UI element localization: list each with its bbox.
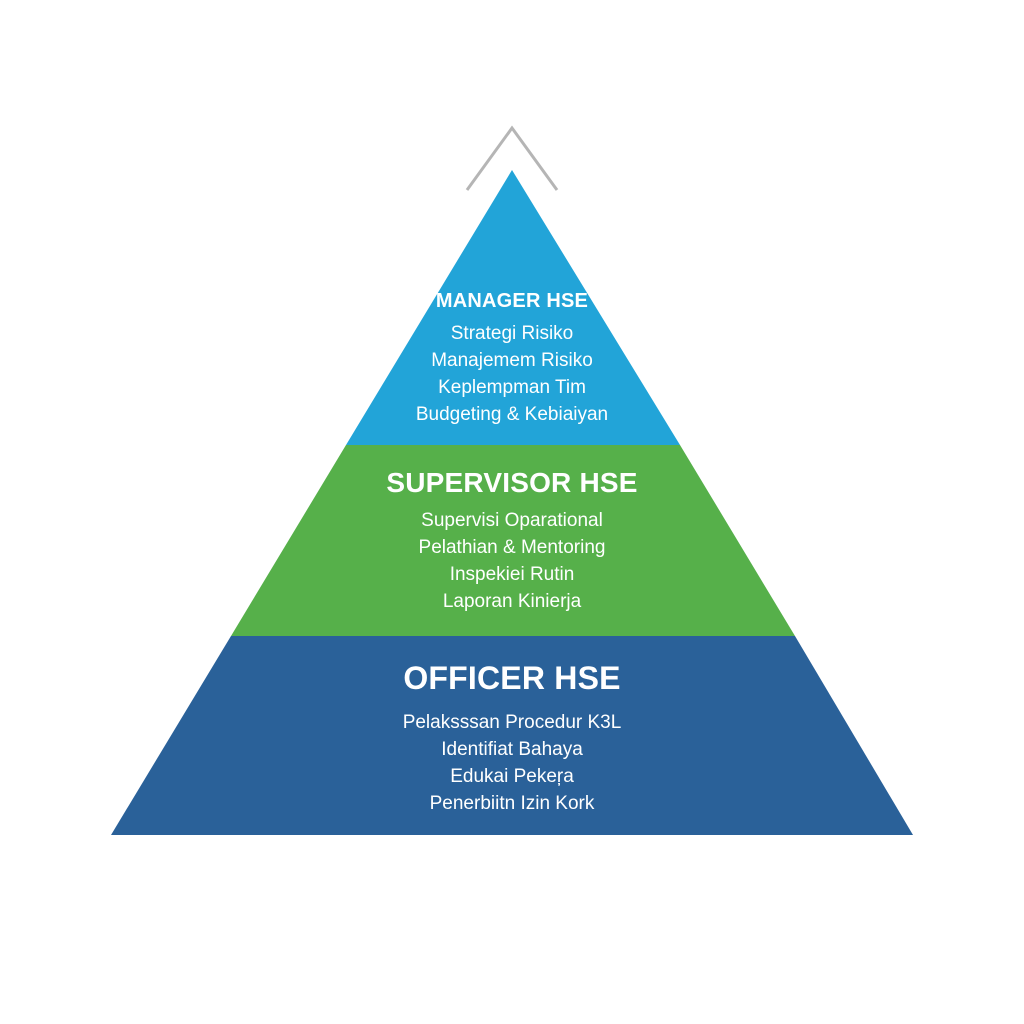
tier-item: Laporan Kinierja: [442, 591, 582, 612]
tier-item: Penerbiitn Izin Kork: [429, 793, 595, 814]
tier-item: Keplempman Tim: [438, 377, 586, 398]
tier-item: Budgeting & Kebiaiyan: [415, 404, 609, 425]
tier-manager: MANAGER HSE Strategi Risiko Manajemem Ri…: [0, 288, 1024, 428]
tier-item: Strategi Risiko: [450, 323, 574, 344]
tier-title: MANAGER HSE: [435, 290, 589, 312]
tier-manager-shape: [346, 170, 680, 445]
chevron-up-icon: [465, 125, 559, 191]
tier-supervisor-shape: [231, 445, 795, 636]
tier-officer: OFFICER HSE Pelaksssan Procedur K3L Iden…: [0, 657, 1024, 817]
tier-supervisor: SUPERVISOR HSE Supervisi Oparational Pel…: [0, 465, 1024, 615]
tier-item: Manajemem Risiko: [431, 350, 593, 371]
tier-item: Edukai Pekeŗa: [450, 766, 574, 787]
tier-item: Pelathian & Mentoring: [418, 537, 606, 558]
tier-item: Identifiat Bahaya: [441, 739, 583, 760]
tier-items: Strategi Risiko Manajemem Risiko Keplemp…: [0, 320, 1024, 428]
tier-items: Supervisi Oparational Pelathian & Mentor…: [0, 507, 1024, 615]
tier-item: Pelaksssan Procedur K3L: [402, 712, 622, 733]
tier-officer-shape: [111, 636, 913, 835]
tier-title: OFFICER HSE: [403, 660, 621, 696]
tier-title: SUPERVISOR HSE: [386, 467, 638, 498]
tier-items: Pelaksssan Procedur K3L Identifiat Bahay…: [0, 709, 1024, 817]
tier-item: Inspekiei Rutin: [449, 564, 575, 585]
tier-item: Supervisi Oparational: [421, 510, 603, 531]
